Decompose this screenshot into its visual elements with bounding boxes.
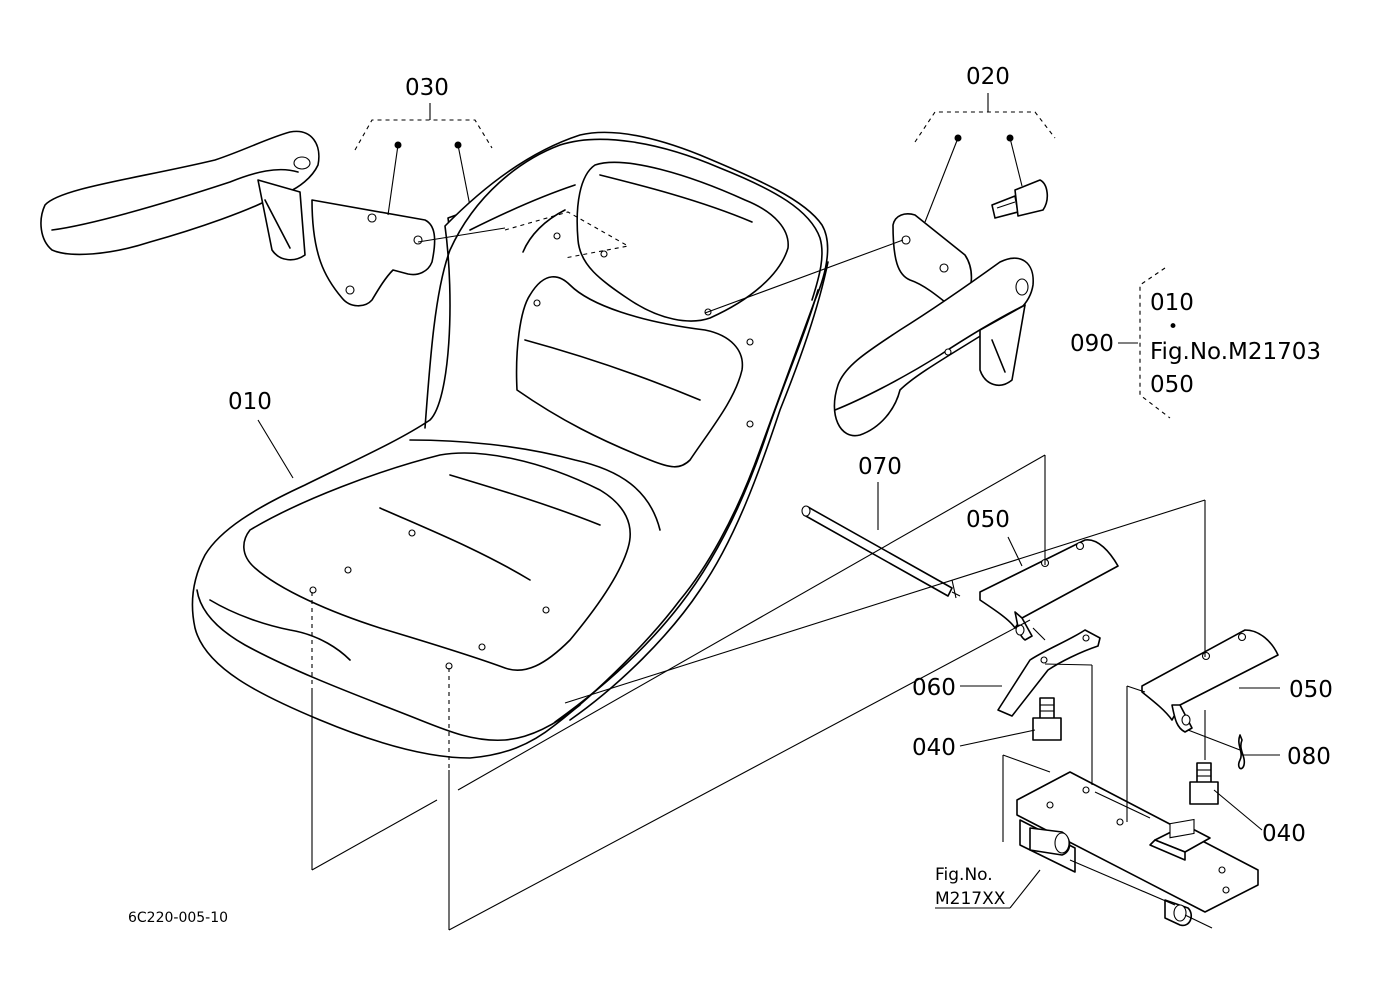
label-080: 080 — [1287, 744, 1331, 770]
label-040-right: 040 — [1262, 821, 1306, 847]
label-040-left: 040 — [912, 735, 956, 761]
drawing-code: 6C220-005-10 — [128, 910, 228, 926]
assembly-note-line3: 050 — [1150, 372, 1194, 398]
callout-labels: 030 020 010 070 050 060 040 050 080 040 … — [228, 64, 1333, 847]
seat-cushion — [191, 131, 829, 759]
right-armrest — [833, 257, 1034, 437]
label-010-seat: 010 — [228, 389, 272, 415]
strap-060 — [997, 629, 1101, 717]
bolt-020 — [991, 179, 1049, 219]
bolt-040-right — [1189, 762, 1219, 805]
label-090: 090 — [1070, 331, 1114, 357]
left-armrest — [40, 130, 320, 261]
figure-reference: Fig.No. M217XX — [935, 865, 1006, 909]
callout-group-020 — [914, 93, 1056, 223]
label-060: 060 — [912, 675, 956, 701]
alignment-lines-back — [311, 211, 630, 770]
callout-leaders — [257, 267, 1280, 909]
rod-070 — [801, 505, 961, 599]
bolt-040-left — [1032, 697, 1062, 741]
label-070: 070 — [858, 454, 902, 480]
fig-ref-line1: Fig.No. — [935, 865, 993, 885]
label-030: 030 — [405, 75, 449, 101]
bracket-050-right — [1141, 629, 1279, 733]
bracket-050-top — [979, 539, 1119, 641]
callout-group-030 — [354, 103, 493, 216]
assembly-note-dot: • — [1168, 317, 1178, 337]
projection-lines — [311, 454, 1241, 931]
label-050-right: 050 — [1289, 677, 1333, 703]
base-plate — [1016, 771, 1259, 927]
pin-080 — [1237, 734, 1246, 770]
assembly-note-line2: Fig.No.M21703 — [1150, 339, 1321, 365]
left-bracket — [311, 199, 436, 307]
projection-line — [704, 239, 904, 314]
assembly-note: 010 • Fig.No.M21703 050 — [1150, 290, 1321, 398]
assembly-note-line1: 010 — [1150, 290, 1194, 316]
label-050-top: 050 — [966, 507, 1010, 533]
fig-ref-line2: M217XX — [935, 889, 1006, 909]
label-020: 020 — [966, 64, 1010, 90]
projection-line — [417, 227, 506, 243]
